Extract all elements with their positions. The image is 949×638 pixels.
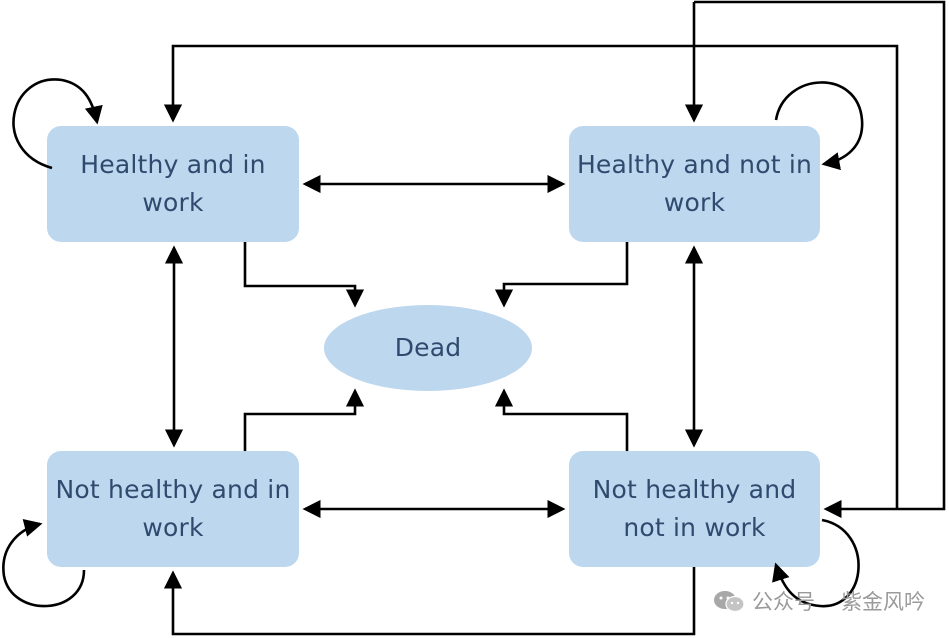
arrow-hw-to-nhnw-outer [694, 0, 946, 519]
state-label-healthy-not-in-work: Healthy and not in work [569, 126, 820, 242]
state-label-not-healthy-not-in-work: Not healthy and not in work [569, 451, 820, 567]
state-ellipse-dead [324, 305, 532, 391]
arrow-nhnw-dead [494, 388, 629, 451]
state-text-healthy-in-work: Healthy and in work [80, 150, 266, 217]
state-box-not-healthy-in-work [47, 451, 299, 567]
self-loop-nhw [2, 518, 86, 608]
self-loop-hw [12, 78, 103, 170]
watermark-account-type: 公众号 [752, 590, 815, 614]
self-loop-nhnw [772, 518, 860, 608]
arrow-hnw-dead [494, 242, 629, 308]
state-box-healthy-not-in-work [569, 126, 820, 242]
self-loop-hnw [774, 81, 864, 171]
state-label-healthy-in-work: Healthy and in work [47, 126, 299, 242]
watermark-account-name: 紫金风吟 [841, 590, 925, 614]
arrow-hw-dead [243, 242, 365, 308]
state-box-healthy-in-work [47, 126, 299, 242]
state-text-not-healthy-not-in-work: Not healthy and not in work [592, 475, 797, 542]
state-text-healthy-not-in-work: Healthy and not in work [576, 150, 813, 217]
state-box-not-healthy-not-in-work [569, 451, 820, 567]
arrow-nhnw-to-hw-outer [163, 44, 899, 509]
state-label-not-healthy-in-work: Not healthy and in work [47, 451, 299, 567]
state-label-dead: Dead [324, 305, 532, 391]
arrow-nhw-dead [243, 388, 365, 451]
arrow-nhnw-to-nhw-outer [163, 567, 696, 636]
watermark: 公众号 紫金风吟 [712, 586, 925, 616]
state-text-dead: Dead [394, 333, 462, 362]
state-text-not-healthy-in-work: Not healthy and in work [55, 475, 291, 542]
wechat-icon [714, 591, 745, 613]
